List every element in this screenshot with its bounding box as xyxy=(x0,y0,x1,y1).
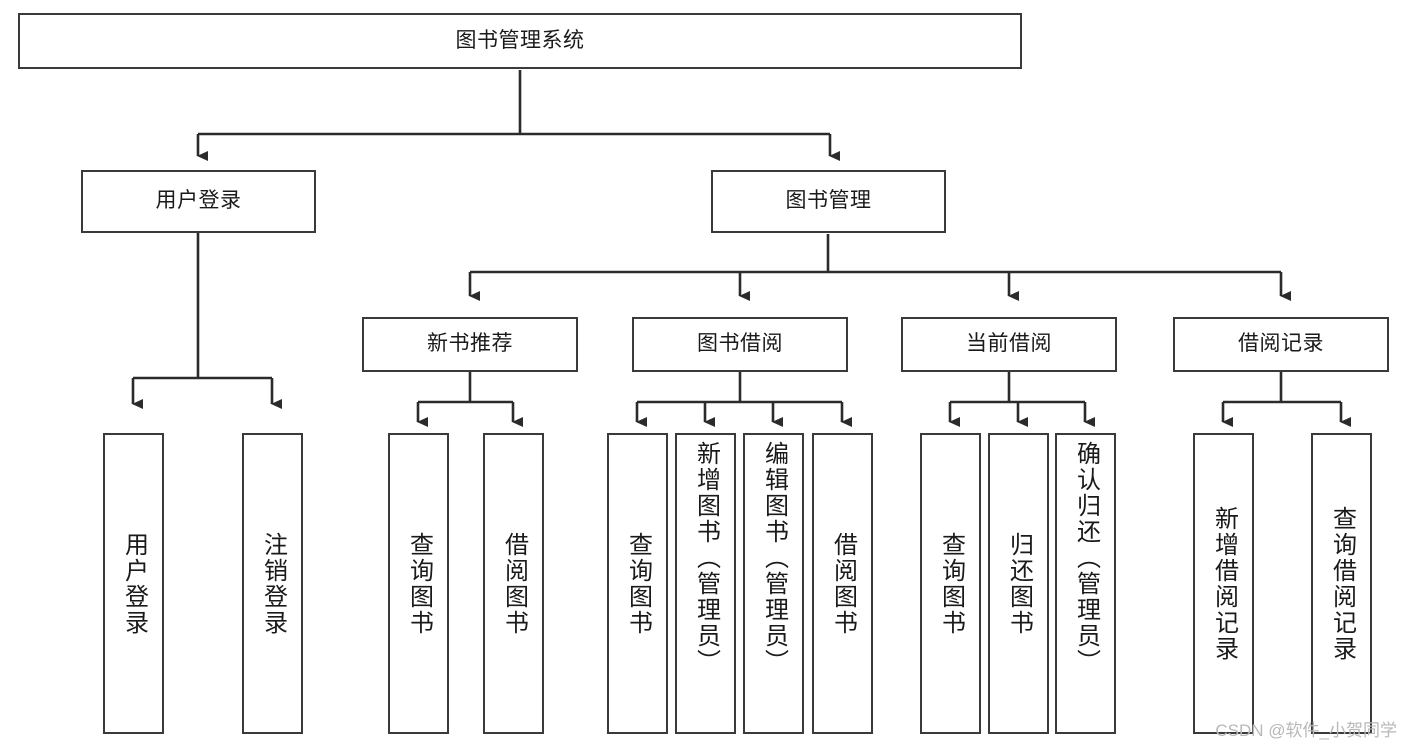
node-root-book-management-system[interactable]: 图书管理系统 xyxy=(18,13,1022,69)
watermark: CSDN @软件_小贺同学 xyxy=(1215,721,1397,740)
node-label: 新增借阅记录 xyxy=(1210,505,1238,662)
node-label: 借阅记录 xyxy=(1238,332,1324,356)
node-label: 用户登录 xyxy=(155,189,242,213)
node-label: 查询借阅记录 xyxy=(1328,505,1356,662)
node-label: 图书管理系统 xyxy=(455,28,585,52)
leaf-recommend-borrow-book[interactable]: 借阅图书 xyxy=(483,433,544,734)
node-label: 当前借阅 xyxy=(966,332,1052,356)
leaf-current-query-book[interactable]: 查询图书 xyxy=(920,433,981,734)
node-new-book-recommend[interactable]: 新书推荐 xyxy=(362,317,578,372)
leaf-borrow-add-book-admin[interactable]: 新增图书（管理员） xyxy=(675,433,736,734)
leaf-user-login-login[interactable]: 用户登录 xyxy=(103,433,164,734)
node-label: 图书管理 xyxy=(785,189,872,213)
node-book-management[interactable]: 图书管理 xyxy=(711,170,946,233)
node-borrow-record[interactable]: 借阅记录 xyxy=(1173,317,1389,372)
node-label: 新增图书（管理员） xyxy=(692,441,720,675)
leaf-current-return-book[interactable]: 归还图书 xyxy=(988,433,1049,734)
leaf-borrow-edit-book-admin[interactable]: 编辑图书（管理员） xyxy=(743,433,804,734)
node-label: 注销登录 xyxy=(259,531,287,636)
node-label: 编辑图书（管理员） xyxy=(760,441,788,675)
leaf-user-login-logout[interactable]: 注销登录 xyxy=(242,433,303,734)
node-label: 查询图书 xyxy=(937,531,965,636)
leaf-record-add-borrow-record[interactable]: 新增借阅记录 xyxy=(1193,433,1254,734)
leaf-recommend-query-book[interactable]: 查询图书 xyxy=(388,433,449,734)
node-label: 借阅图书 xyxy=(829,531,857,636)
leaf-borrow-query-book[interactable]: 查询图书 xyxy=(607,433,668,734)
node-user-login[interactable]: 用户登录 xyxy=(81,170,316,233)
node-current-borrow[interactable]: 当前借阅 xyxy=(901,317,1117,372)
node-book-borrow[interactable]: 图书借阅 xyxy=(632,317,848,372)
leaf-borrow-borrow-book[interactable]: 借阅图书 xyxy=(812,433,873,734)
node-label: 查询图书 xyxy=(624,531,652,636)
node-label: 图书借阅 xyxy=(697,332,783,356)
node-label: 确认归还（管理员） xyxy=(1072,441,1100,675)
leaf-current-confirm-return-admin[interactable]: 确认归还（管理员） xyxy=(1055,433,1116,734)
node-label: 归还图书 xyxy=(1005,531,1033,636)
node-label: 查询图书 xyxy=(405,531,433,636)
node-label: 借阅图书 xyxy=(500,531,528,636)
leaf-record-query-borrow-record[interactable]: 查询借阅记录 xyxy=(1311,433,1372,734)
node-label: 用户登录 xyxy=(120,531,148,636)
node-label: 新书推荐 xyxy=(427,332,513,356)
